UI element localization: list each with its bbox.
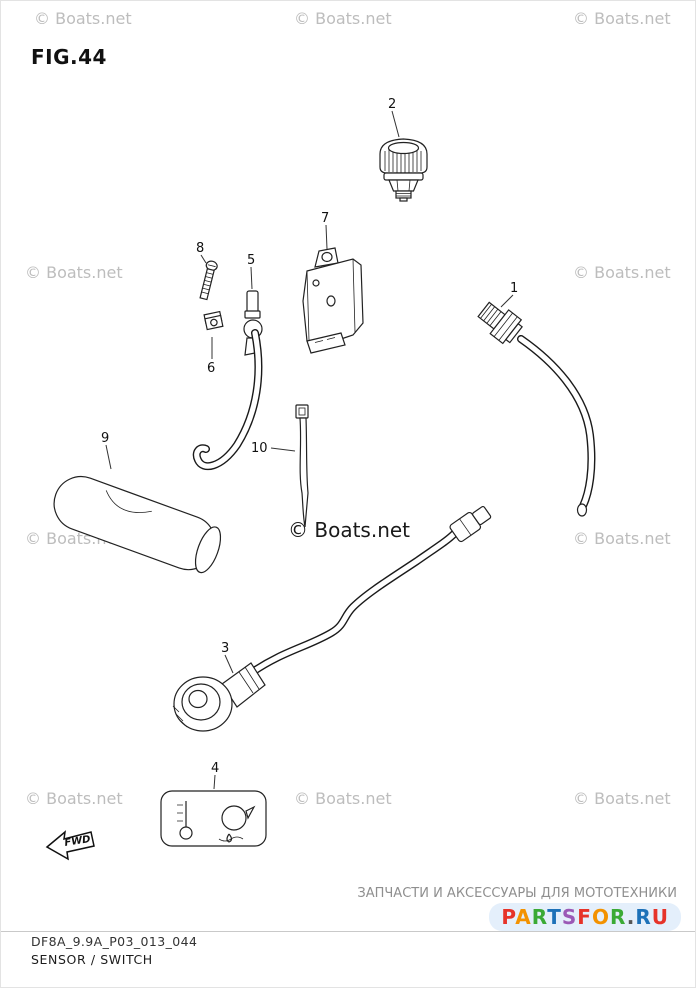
part-code: DF8A_9.9A_P03_013_044	[31, 934, 198, 949]
watermark: © Boats.net	[25, 263, 123, 282]
watermark: © Boats.net	[34, 9, 132, 28]
callout-number: 2	[388, 97, 396, 112]
footer-divider	[1, 931, 695, 932]
watermark: © Boats.net	[294, 789, 392, 808]
callout-2: 2	[388, 97, 400, 138]
watermark: © Boats.net	[573, 789, 671, 808]
part-8-screw	[199, 260, 218, 301]
brand-logo: PARTSFOR.RU	[489, 903, 681, 931]
callout-7: 7	[321, 211, 329, 250]
callout-number: 4	[211, 761, 219, 776]
figure-title: FIG.44	[31, 45, 107, 69]
watermark: © Boats.net	[573, 529, 671, 548]
part-10-band	[295, 404, 309, 528]
figure-name: SENSOR / SWITCH	[31, 952, 153, 967]
callout-number: 7	[321, 211, 329, 226]
part-4-label	[160, 790, 267, 847]
part-2-switch	[379, 138, 428, 202]
callout-6: 6	[207, 337, 215, 376]
part-6-nut	[203, 310, 224, 331]
part-9-cover	[53, 476, 222, 574]
callout-3: 3	[221, 641, 234, 674]
watermark: © Boats.net	[294, 9, 392, 28]
watermark: © Boats.net	[573, 9, 671, 28]
callout-number: 5	[247, 253, 255, 268]
callout-number: 3	[221, 641, 229, 656]
callout-number: 9	[101, 431, 109, 446]
callout-5: 5	[247, 253, 255, 290]
footer-tagline: ЗАПЧАСТИ И АКСЕССУАРЫ ДЛЯ МОТОТЕХНИКИ	[357, 886, 677, 901]
part-1-sensor	[477, 301, 596, 517]
part-7-bracket	[302, 247, 364, 354]
callout-10: 10	[251, 441, 296, 456]
watermark: © Boats.net	[573, 263, 671, 282]
callout-1: 1	[500, 281, 518, 308]
callout-number: 6	[207, 361, 215, 376]
part-5-clamp	[243, 290, 263, 356]
watermark: © Boats.net	[25, 789, 123, 808]
part-3-sensor	[172, 505, 492, 732]
fwd-label: FWD	[64, 834, 92, 849]
callout-9: 9	[101, 431, 112, 470]
callout-4: 4	[211, 761, 219, 790]
lead-wire	[192, 329, 263, 471]
callout-number: 8	[196, 241, 204, 256]
callout-8: 8	[196, 241, 207, 264]
watermark-center: © Boats.net	[288, 518, 411, 542]
callout-number: 1	[510, 281, 518, 296]
fwd-marker: FWD	[45, 830, 95, 861]
callout-number: 10	[251, 441, 268, 456]
